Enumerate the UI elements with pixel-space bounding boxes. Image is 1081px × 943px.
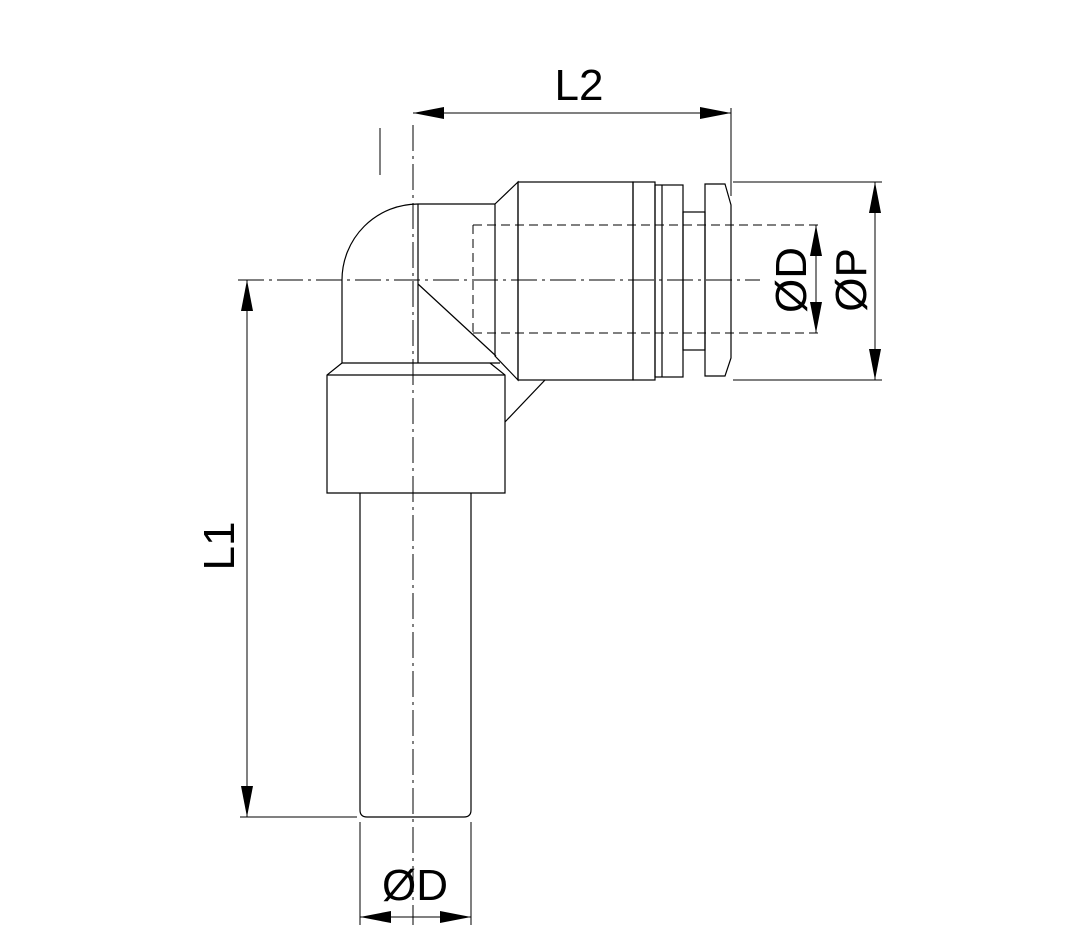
dimension-l2: L2 <box>413 61 732 196</box>
l1-arrow-top <box>241 280 253 311</box>
push-in-body <box>494 180 732 382</box>
elbow-body <box>341 203 546 423</box>
dimension-od-right: ØD <box>767 225 822 333</box>
collar-outline <box>326 362 506 494</box>
od-bottom-arrow-right <box>440 911 471 923</box>
body-main <box>517 181 634 381</box>
l1-arrow-bottom <box>241 786 253 817</box>
body-left-taper <box>494 180 519 382</box>
l2-arrow-left <box>413 107 444 119</box>
body-ring <box>632 181 656 381</box>
collet-inner <box>682 211 706 351</box>
collar <box>326 362 506 494</box>
od-bottom-arrow-left <box>360 911 391 923</box>
dimension-l1: L1 <box>195 280 357 818</box>
od-right-label: ØD <box>767 247 816 313</box>
od-bottom-label: ØD <box>382 861 448 910</box>
stem-outline <box>359 493 472 818</box>
op-arrow-top <box>869 182 881 213</box>
l1-label: L1 <box>195 522 244 571</box>
op-arrow-bottom <box>869 349 881 380</box>
elbow-web <box>504 379 546 423</box>
stem <box>359 493 472 818</box>
op-label: ØP <box>827 248 876 312</box>
dimension-op-right: ØP <box>733 181 882 381</box>
od-right-arrow-top <box>810 225 822 256</box>
od-right-arrow-bottom <box>810 302 822 333</box>
elbow-diagonal <box>417 283 497 357</box>
l2-arrow-right <box>700 107 731 119</box>
hidden-lines <box>472 224 820 334</box>
center-lines <box>238 125 760 925</box>
body-groove <box>654 184 684 378</box>
elbow-outer-curve <box>341 203 495 363</box>
dimension-od-bottom: ØD <box>359 822 472 925</box>
l2-label: L2 <box>555 61 604 110</box>
release-collet <box>704 183 732 377</box>
